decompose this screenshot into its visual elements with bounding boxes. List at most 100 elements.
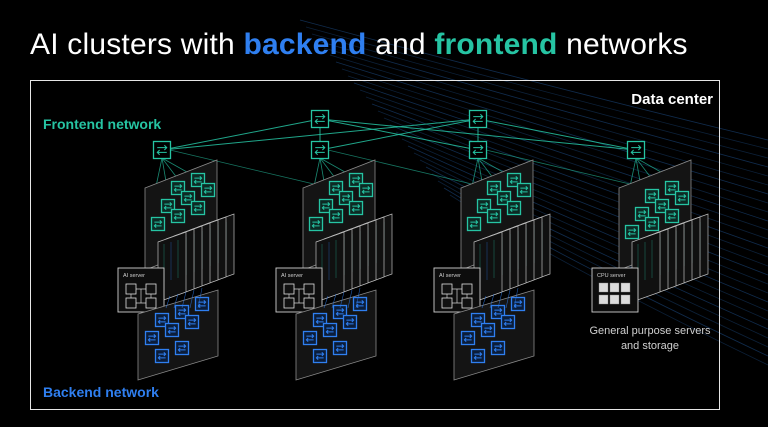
frontend-switch-icon xyxy=(328,208,344,224)
drive-icon xyxy=(598,282,609,293)
chip-icon xyxy=(283,283,295,295)
chip-icon xyxy=(441,283,453,295)
frontend-switch-icon xyxy=(506,200,522,216)
backend-link xyxy=(181,291,187,309)
drive-icon xyxy=(609,282,620,293)
frontend-link xyxy=(327,149,477,186)
backend-link xyxy=(189,289,195,309)
frontend-link xyxy=(477,118,637,151)
frontend-link xyxy=(319,118,637,151)
backend-link xyxy=(513,287,519,309)
frontend-switch-icon xyxy=(310,140,330,160)
backend-switch-icon xyxy=(154,348,170,364)
frontend-switch-icon xyxy=(644,216,660,232)
cluster: AI server xyxy=(433,159,551,381)
cluster: CPU server xyxy=(591,159,709,313)
chip-icon xyxy=(461,297,473,309)
backend-switch-icon xyxy=(164,322,180,338)
backend-link xyxy=(497,291,503,309)
drive-icon xyxy=(609,294,620,305)
chip-icon xyxy=(283,297,295,309)
drive-icon xyxy=(598,294,609,305)
frontend-switch-icon xyxy=(170,208,186,224)
backend-switch-icon xyxy=(144,330,160,346)
light-streak xyxy=(389,124,768,276)
backend-link xyxy=(339,291,345,309)
backend-link xyxy=(331,293,337,309)
light-streak xyxy=(419,159,768,321)
light-streak xyxy=(317,40,768,168)
frontend-switch-icon xyxy=(152,140,172,160)
cluster: AI server xyxy=(117,159,235,381)
backend-switch-icon xyxy=(490,340,506,356)
data-center-label: Data center xyxy=(631,91,713,108)
backend-switch-icon xyxy=(510,296,526,312)
backend-switch-icon xyxy=(470,348,486,364)
frontend-switch-icon xyxy=(624,224,640,240)
frontend-switch-icon xyxy=(308,216,324,232)
frontend-switch-icon xyxy=(626,140,646,160)
backend-switch-icon xyxy=(352,296,368,312)
light-streak xyxy=(341,68,768,204)
drive-icon xyxy=(620,294,631,305)
frontend-switch-icon xyxy=(664,208,680,224)
spine-switch-icon xyxy=(310,109,330,129)
cluster: AI server xyxy=(275,159,393,381)
frontend-switch-icon xyxy=(190,200,206,216)
backend-switch-icon xyxy=(322,322,338,338)
frontend-switch-icon xyxy=(468,140,488,160)
backend-link xyxy=(505,289,511,309)
light-streak xyxy=(347,75,768,213)
backend-link xyxy=(347,289,353,309)
chip-icon xyxy=(145,297,157,309)
chip-icon xyxy=(125,283,137,295)
title-middle: and xyxy=(366,28,435,61)
title-backend: backend xyxy=(243,28,367,61)
chip-icon xyxy=(461,283,473,295)
light-streak xyxy=(365,96,768,240)
light-streak xyxy=(401,138,768,294)
light-streak xyxy=(413,152,768,312)
frontend-link xyxy=(485,149,635,186)
light-streak xyxy=(323,47,768,177)
frontend-link xyxy=(319,118,479,151)
light-streak xyxy=(383,117,768,267)
title-suffix: networks xyxy=(557,28,688,61)
light-streak xyxy=(395,131,768,285)
backend-switch-icon xyxy=(312,348,328,364)
frontend-switch-icon xyxy=(674,190,690,206)
frontend-network-label: Frontend network xyxy=(43,116,162,132)
backend-switch-icon xyxy=(184,314,200,330)
backend-link xyxy=(489,293,495,309)
frontend-link xyxy=(169,149,319,186)
light-streak xyxy=(359,89,768,231)
chip-icon xyxy=(303,283,315,295)
backend-switch-icon xyxy=(500,314,516,330)
chip-icon xyxy=(441,297,453,309)
light-streak xyxy=(371,103,768,249)
backend-switch-icon xyxy=(302,330,318,346)
server-label: AI server xyxy=(123,273,145,279)
server-label: AI server xyxy=(439,273,461,279)
chip-icon xyxy=(303,297,315,309)
backend-switch-icon xyxy=(174,340,190,356)
data-center-frame xyxy=(30,80,720,410)
frontend-switch-icon xyxy=(150,216,166,232)
light-streak xyxy=(311,33,768,159)
backend-switch-icon xyxy=(460,330,476,346)
title-frontend: frontend xyxy=(434,28,558,61)
drive-icon xyxy=(620,282,631,293)
chip-icon xyxy=(125,297,137,309)
backend-link xyxy=(165,295,171,309)
backend-link xyxy=(355,287,361,309)
server-label: AI server xyxy=(281,273,303,279)
slide-title: AI clusters with backend and frontend ne… xyxy=(30,28,688,62)
light-streak xyxy=(353,82,768,222)
title-prefix: AI clusters with xyxy=(30,28,244,61)
backend-link xyxy=(197,287,203,309)
light-streak xyxy=(407,145,768,303)
frontend-switch-icon xyxy=(516,182,532,198)
